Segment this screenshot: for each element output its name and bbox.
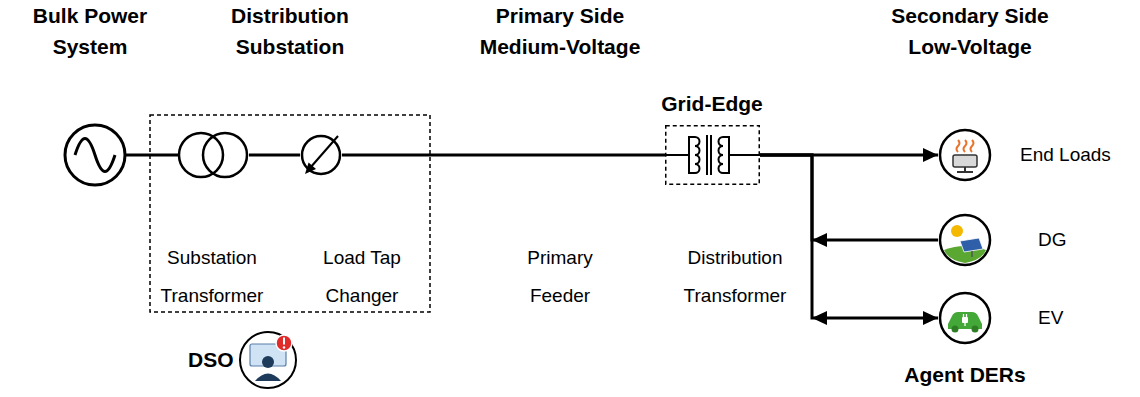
group-label: Agent DERs bbox=[880, 359, 1050, 390]
dso-drawing bbox=[240, 332, 296, 388]
generator-symbol bbox=[65, 125, 125, 185]
ev-drawing bbox=[938, 291, 992, 345]
node-label: End Loads bbox=[1020, 140, 1111, 170]
ev-drawing bbox=[962, 317, 968, 323]
end-loads-drawing bbox=[938, 128, 992, 182]
dso-icon: DSO bbox=[188, 330, 298, 390]
tap-changer-symbol: Load Tap Changer bbox=[300, 128, 417, 315]
power-line bbox=[249, 154, 300, 157]
dg-drawing bbox=[938, 213, 992, 267]
ev-drawing bbox=[940, 293, 990, 343]
end-loads-drawing bbox=[953, 155, 977, 167]
tap-changer-drawing bbox=[305, 162, 316, 174]
substation-boundary bbox=[150, 115, 430, 312]
column-heading: Distribution Substation bbox=[208, 0, 373, 62]
dso-drawing bbox=[255, 374, 281, 382]
dso-drawing bbox=[283, 338, 285, 345]
node-label: DSO bbox=[188, 344, 234, 375]
dg-drawing bbox=[940, 215, 990, 265]
end-loads-drawing bbox=[940, 130, 990, 180]
generator-symbol bbox=[75, 139, 115, 172]
node-heading: Grid-Edge bbox=[652, 88, 772, 119]
end-loads-icon: End Loads bbox=[938, 128, 1111, 182]
tap-changer-drawing bbox=[302, 136, 340, 174]
tap-changer-drawing bbox=[310, 136, 338, 168]
node-label: EV bbox=[1038, 303, 1063, 333]
grid-edge-drawing bbox=[719, 137, 724, 173]
dg-drawing bbox=[971, 251, 973, 257]
node-label: Load Tap Changer bbox=[307, 239, 417, 315]
grid-edge-drawing bbox=[723, 137, 760, 173]
transformer-drawing bbox=[203, 133, 247, 177]
grid-edge-box: Grid-EdgeDistribution Transformer bbox=[652, 88, 800, 315]
dso-drawing bbox=[262, 356, 274, 368]
column-heading: Bulk Power System bbox=[15, 0, 165, 62]
arrow-head bbox=[812, 233, 827, 247]
end-loads-drawing bbox=[957, 167, 973, 172]
end-loads-drawing bbox=[964, 140, 967, 152]
dso-drawing bbox=[276, 335, 292, 351]
tap-changer-drawing bbox=[300, 134, 342, 176]
column-heading: Primary Side Medium-Voltage bbox=[470, 0, 650, 62]
dg-drawing bbox=[960, 238, 983, 252]
grid-edge-drawing bbox=[695, 137, 700, 173]
end-loads-drawing bbox=[957, 140, 960, 152]
grid-edge-drawing bbox=[665, 137, 695, 173]
arrow-head bbox=[923, 311, 938, 325]
node-label: Distribution Transformer bbox=[670, 239, 800, 315]
ev-drawing bbox=[964, 314, 967, 326]
end-loads-drawing bbox=[971, 140, 974, 152]
edge-label: Primary Feeder bbox=[515, 239, 605, 315]
ev-drawing bbox=[952, 326, 959, 333]
power-line bbox=[760, 155, 938, 240]
node-label: Substation Transformer bbox=[147, 239, 277, 315]
grid-edge-drawing bbox=[665, 125, 760, 185]
generator-symbol bbox=[65, 125, 125, 185]
power-line bbox=[760, 155, 938, 318]
arrow-head bbox=[812, 311, 827, 325]
node-label: DG bbox=[1038, 225, 1067, 255]
dg-icon: DG bbox=[938, 213, 1067, 267]
dso-drawing bbox=[238, 330, 298, 390]
grid-edge-drawing bbox=[707, 135, 711, 175]
power-line bbox=[342, 154, 665, 157]
column-heading: Secondary Side Low-Voltage bbox=[883, 0, 1058, 62]
arrow-head bbox=[923, 148, 938, 162]
transformer-symbol: Substation Transformer bbox=[147, 128, 277, 315]
dso-drawing bbox=[283, 346, 285, 348]
transformer-drawing bbox=[177, 130, 249, 180]
ev-drawing bbox=[972, 326, 979, 333]
dg-drawing bbox=[951, 225, 963, 237]
transformer-drawing bbox=[179, 133, 223, 177]
grid-edge-drawing bbox=[666, 126, 760, 185]
bulk-wire bbox=[125, 154, 179, 157]
ev-icon: EV bbox=[938, 291, 1064, 345]
